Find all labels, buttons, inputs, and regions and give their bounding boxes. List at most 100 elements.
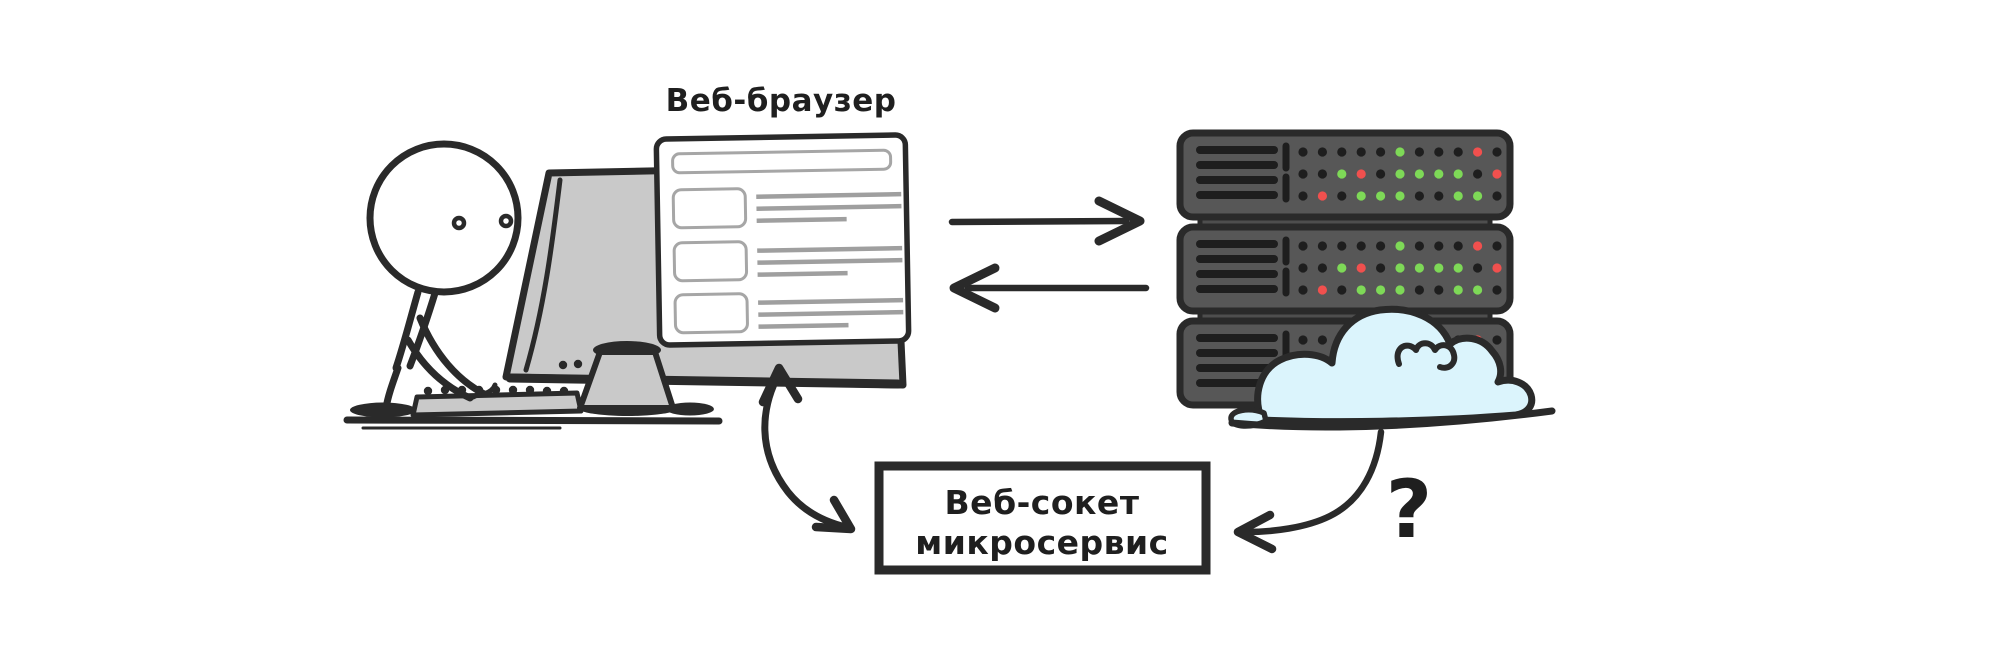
person-hand-2	[467, 388, 483, 401]
server-led-green-icon	[1395, 147, 1405, 157]
server-led-red-icon	[1473, 147, 1483, 157]
server-led-off-icon	[1492, 147, 1502, 157]
server-led-green-icon	[1434, 263, 1444, 273]
server-led-off-icon	[1376, 169, 1386, 179]
browser-text-line	[757, 270, 848, 277]
server-unit	[1176, 223, 1514, 315]
websocket-box: Веб-сокет микросервис	[874, 461, 1211, 575]
browser-text-line	[756, 203, 902, 211]
monitor-bottom-line	[505, 373, 903, 389]
server-led-green-icon	[1414, 263, 1424, 273]
server-led-green-icon	[1395, 169, 1405, 179]
server-led-green-icon	[1356, 191, 1366, 201]
server-led-green-icon	[1395, 191, 1405, 201]
response-arrow	[949, 263, 1150, 313]
server-led-off-icon	[1356, 147, 1366, 157]
cloud-squiggle	[1394, 340, 1458, 371]
browser-item-thumb	[673, 292, 749, 335]
server-led-off-icon	[1298, 191, 1308, 201]
server-led-off-icon	[1492, 285, 1502, 295]
foot-shadow	[350, 402, 416, 418]
bidirectional-arrowhead-down-icon	[811, 495, 856, 534]
server-led-red-icon	[1317, 191, 1327, 201]
websocket-box-line2: микросервис	[915, 523, 1168, 562]
server-led-off-icon	[1414, 285, 1424, 295]
server-led-green-icon	[1337, 169, 1347, 179]
server-led-green-icon	[1395, 263, 1405, 273]
browser-item-thumb	[672, 240, 749, 283]
server-unit	[1176, 129, 1514, 221]
cloud-bottom-line	[1228, 407, 1556, 431]
server-led-green-icon	[1453, 263, 1463, 273]
server-led-off-icon	[1298, 241, 1308, 251]
request-arrowhead-icon	[1094, 196, 1145, 246]
server-led-green-icon	[1356, 285, 1366, 295]
browser-url-bar	[671, 148, 893, 175]
server-led-off-icon	[1298, 263, 1308, 273]
server-led-off-icon	[1434, 285, 1444, 295]
websocket-box-frame	[874, 461, 1211, 575]
server-led-off-icon	[1453, 241, 1463, 251]
server-led-off-icon	[1356, 241, 1366, 251]
monitor-button-2	[573, 359, 583, 369]
server-led-off-icon	[1317, 169, 1327, 179]
server-led-off-icon	[1298, 147, 1308, 157]
server-led-green-icon	[1453, 285, 1463, 295]
server-led-off-icon	[1298, 285, 1308, 295]
server-led-green-icon	[1337, 263, 1347, 273]
response-arrowhead-icon	[949, 263, 1000, 313]
server-led-off-icon	[1298, 335, 1308, 345]
server-led-off-icon	[1317, 241, 1327, 251]
bidirectional-arrow	[758, 363, 856, 534]
server-led-red-icon	[1492, 263, 1502, 273]
browser-text-line	[758, 297, 904, 305]
server-led-green-icon	[1376, 285, 1386, 295]
server-led-red-icon	[1492, 169, 1502, 179]
keyboard	[410, 385, 584, 418]
server-led-green-icon	[1473, 285, 1483, 295]
server-led-green-icon	[1414, 169, 1424, 179]
server-led-off-icon	[1317, 335, 1327, 345]
browser-window	[653, 132, 912, 348]
desk-line	[343, 416, 723, 425]
server-led-off-icon	[1376, 241, 1386, 251]
cloud	[1228, 305, 1556, 431]
browser-frame	[653, 132, 912, 348]
server-led-off-icon	[1376, 147, 1386, 157]
server-led-off-icon	[1376, 263, 1386, 273]
person-eye-right	[498, 213, 514, 229]
server-led-off-icon	[1434, 147, 1444, 157]
server-led-red-icon	[1356, 169, 1366, 179]
person-head	[366, 140, 522, 296]
server-led-green-icon	[1453, 191, 1463, 201]
question-mark: ?	[1386, 463, 1432, 556]
server-led-off-icon	[1337, 147, 1347, 157]
server-led-green-icon	[1434, 169, 1444, 179]
browser-label: Веб-браузер	[666, 83, 897, 119]
server-led-green-icon	[1473, 191, 1483, 201]
browser-item-thumb	[671, 187, 748, 230]
server-led-off-icon	[1492, 191, 1502, 201]
person-back	[392, 288, 422, 372]
server-led-off-icon	[1492, 241, 1502, 251]
person-leg	[382, 364, 402, 412]
server-led-off-icon	[1414, 191, 1424, 201]
websocket-box-line1: Веб-сокет	[945, 483, 1140, 522]
browser-text-line	[758, 309, 904, 317]
cloud-arrowhead-icon	[1233, 510, 1277, 554]
server-led-red-icon	[1356, 263, 1366, 273]
person-eye-left	[451, 215, 467, 231]
bidirectional-arrowhead-up-icon	[758, 363, 803, 407]
request-arrow	[948, 196, 1145, 246]
server-led-green-icon	[1453, 169, 1463, 179]
person-arm-2	[404, 336, 474, 402]
server-led-off-icon	[1337, 285, 1347, 295]
server-led-off-icon	[1414, 241, 1424, 251]
server-led-off-icon	[1473, 169, 1483, 179]
cloud-to-box-arrow	[1233, 428, 1385, 554]
server-led-green-icon	[1395, 241, 1405, 251]
server-led-off-icon	[1434, 241, 1444, 251]
browser-text-line	[758, 322, 849, 329]
server-led-off-icon	[1317, 263, 1327, 273]
